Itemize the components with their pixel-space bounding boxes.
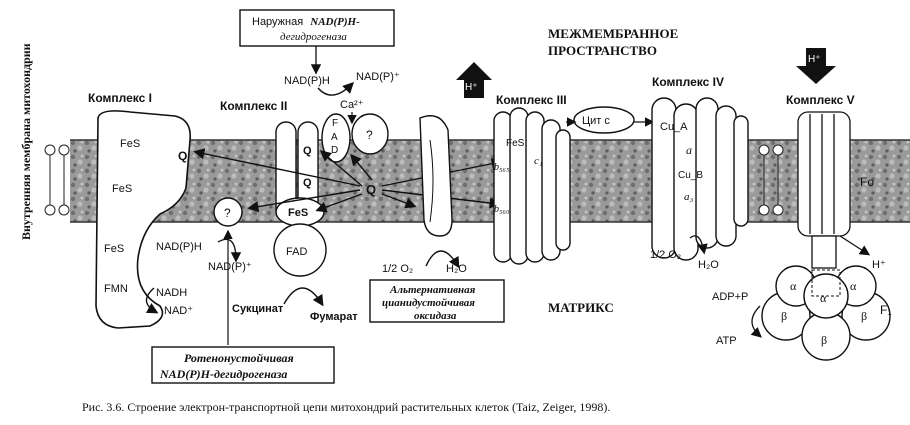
c4-a: a xyxy=(686,143,692,157)
c4-o2: 1/2 O₂ xyxy=(650,249,681,261)
c5-beta-2: β xyxy=(861,309,867,323)
h-pump-arrow-5 xyxy=(796,48,836,84)
c4-a3: a₃ xyxy=(684,191,694,203)
matrix-title: МАТРИКС xyxy=(548,300,614,315)
int-unknown: ? xyxy=(224,206,231,220)
alt-box-1: Альтернативная xyxy=(389,284,476,296)
c5-beta-3: β xyxy=(821,333,827,347)
c3-h: H⁺ xyxy=(465,82,478,93)
c5-alpha-2: α xyxy=(820,291,827,305)
c2-fumarate: Фумарат xyxy=(310,311,358,323)
c3-fes: FeS xyxy=(506,138,525,149)
external-dh-title-2: дегидрогеназа xyxy=(280,31,347,43)
c5-alpha-3: α xyxy=(850,279,857,293)
c2-succinate: Сукцинат xyxy=(232,303,284,315)
complex-1-title: Комплекс I xyxy=(88,91,152,105)
c4-cua: Cu_A xyxy=(660,121,688,133)
lipid-heads-right xyxy=(758,144,784,216)
h-pump-arrow-3 xyxy=(456,62,492,98)
c1-fes-1: FeS xyxy=(120,138,140,150)
alt-h2o: H₂O xyxy=(446,263,467,275)
c4-cub: Cu_B xyxy=(678,170,703,181)
c5-h-in: H⁺ xyxy=(808,54,821,65)
figure-caption: Рис. 3.6. Строение электрон-транспортной… xyxy=(82,400,611,414)
stalk xyxy=(811,235,837,269)
q-pool: Q xyxy=(366,182,376,197)
fo-subunit xyxy=(797,111,851,237)
c3-c1: c₁ xyxy=(534,155,543,167)
c3-b560: b₅₆₀ xyxy=(494,204,510,215)
f1-head xyxy=(761,265,891,361)
c5-h-out: H⁺ xyxy=(872,259,886,271)
c5-adp: ADP+P xyxy=(712,291,748,303)
c2-fad-unit xyxy=(273,223,327,277)
c1-fes-2: FeS xyxy=(112,183,132,195)
c5-f1: F₁ xyxy=(880,303,891,317)
ext-unknown-unit xyxy=(351,113,389,155)
c2-q-1: Q xyxy=(303,145,312,157)
c1-fes-3: FeS xyxy=(104,243,124,255)
space-title-2: ПРОСТРАНСТВО xyxy=(548,43,657,58)
membrane-label: Внутренняя мембрана митохондрии xyxy=(19,43,33,240)
internal-dh-line1: Ротенонустойчивая xyxy=(184,351,294,365)
ext-ca: Ca²⁺ xyxy=(340,99,364,111)
cytc-label: Цит c xyxy=(582,115,610,127)
ext-f: F xyxy=(332,118,338,129)
alt-oxidase-shape xyxy=(419,115,453,237)
external-dh-box xyxy=(239,9,395,47)
c1-nadh: NADH xyxy=(156,287,187,299)
complex-5-title: Комплекс V xyxy=(786,93,855,107)
internal-dh-box xyxy=(151,346,335,384)
alt-oxidase-box xyxy=(369,279,505,323)
c3-b565: b₅₆₅ xyxy=(494,162,510,173)
space-title-1: МЕЖМЕМБРАННОЕ xyxy=(548,26,678,41)
internal-dh-line2: NAD(P)H-дегидрогеназа xyxy=(159,367,287,381)
external-dh-title: Наружная NAD(P)H- xyxy=(252,16,360,28)
ext-unknown: ? xyxy=(366,128,373,142)
ext-d: D xyxy=(331,145,338,156)
c2-fad: FAD xyxy=(286,246,307,258)
c1-nad: NAD⁺ xyxy=(164,305,193,317)
alt-box-2: цианидустойчивая xyxy=(382,297,475,309)
c2-fes: FeS xyxy=(288,207,308,219)
alt-o2: 1/2 O₂ xyxy=(382,263,413,275)
complex-4-shape xyxy=(651,97,749,261)
alt-box-3: оксидаза xyxy=(414,310,457,322)
c5-atp: ATP xyxy=(716,335,737,347)
ext-fad-unit xyxy=(321,113,351,163)
c5-fo: Fo xyxy=(860,175,874,189)
c5-alpha-1: α xyxy=(790,279,797,293)
lipid-heads-left xyxy=(44,144,70,216)
int-nadph: NAD(P)H xyxy=(156,241,202,253)
c1-fmn: FMN xyxy=(104,283,128,295)
complex-3-shape xyxy=(493,107,571,265)
complex-1-shape xyxy=(95,110,192,329)
c1-q: Q xyxy=(178,149,187,163)
complex-3-title: Комплекс III xyxy=(496,93,567,107)
ext-a: A xyxy=(331,132,338,143)
int-dh-unit xyxy=(213,197,243,227)
int-nadp: NAD(P)⁺ xyxy=(208,261,252,273)
c5-beta-1: β xyxy=(781,309,787,323)
complex-2-title: Комплекс II xyxy=(220,99,287,113)
ext-nadph: NAD(P)H xyxy=(284,75,330,87)
complex-4-title: Комплекс IV xyxy=(652,75,724,89)
ext-nadp: NAD(P)⁺ xyxy=(356,71,400,83)
c4-h2o: H₂O xyxy=(698,259,719,271)
c2-q-2: Q xyxy=(303,177,312,189)
